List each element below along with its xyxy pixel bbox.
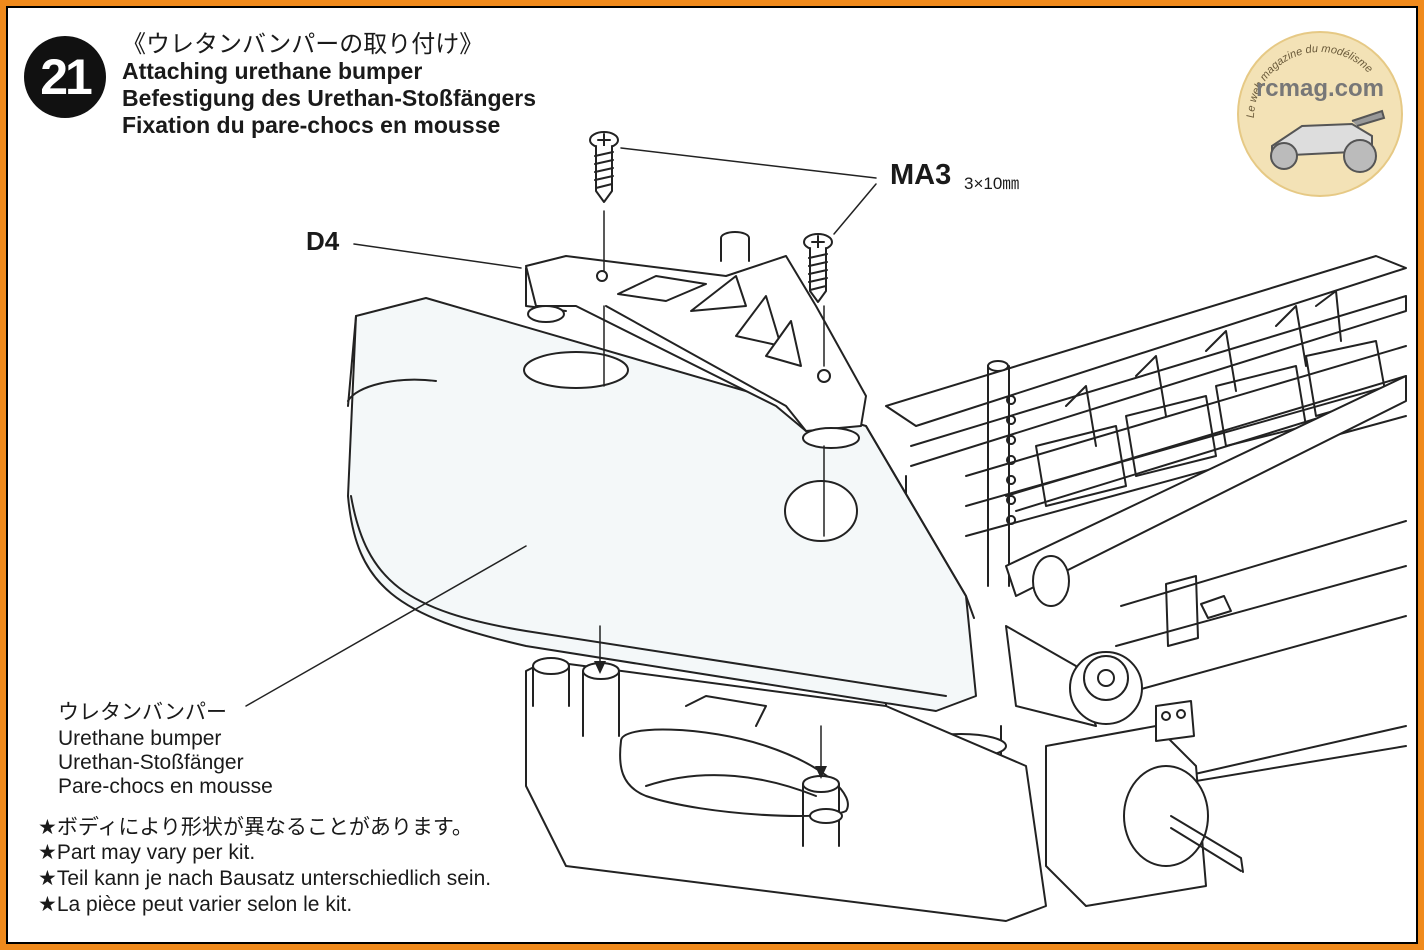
screw-size-label: 3×10㎜ bbox=[964, 174, 1020, 193]
body-post bbox=[987, 360, 1017, 587]
assembly-diagram bbox=[245, 131, 1407, 922]
note-japanese: ★ボディにより形状が異なることがあります。 bbox=[38, 815, 473, 839]
step-number-badge: 21 bbox=[24, 36, 106, 118]
title-japanese: 《ウレタンバンパーの取り付け》 bbox=[122, 30, 484, 58]
rc-buggy-icon bbox=[1270, 109, 1386, 173]
urethane-bumper bbox=[347, 297, 977, 712]
bumper-hole-right bbox=[784, 480, 858, 542]
chassis-frame bbox=[720, 231, 1407, 797]
steering-rod bbox=[1005, 375, 1407, 597]
title-french: Fixation du pare-chocs en mousse bbox=[122, 112, 501, 138]
note-german: ★Teil kann je nach Bausatz unterschiedli… bbox=[38, 867, 492, 890]
front-lower-chassis bbox=[525, 657, 1047, 922]
front-suspension bbox=[1005, 625, 1244, 907]
title-english: Attaching urethane bumper bbox=[122, 58, 423, 84]
screw-right bbox=[803, 233, 833, 303]
rod-end bbox=[1032, 555, 1070, 607]
arrows bbox=[594, 661, 827, 779]
notes-block: ★ボディにより形状が異なることがあります。 ★Part may vary per… bbox=[38, 814, 491, 918]
screw-left bbox=[589, 131, 619, 203]
note-english: ★Part may vary per kit. bbox=[38, 841, 256, 864]
bumper-label-french: Pare-chocs en mousse bbox=[58, 775, 273, 798]
title-german: Befestigung des Urethan-Stoßfängers bbox=[122, 85, 537, 111]
bumper-label-english: Urethane bumper bbox=[58, 727, 222, 750]
bumper-stay-d4 bbox=[525, 255, 867, 449]
leader-lines bbox=[245, 147, 877, 707]
bumper-hole-left bbox=[523, 351, 629, 389]
bumper-label-german: Urethan-Stoßfänger bbox=[58, 751, 244, 774]
note-french: ★La pièce peut varier selon le kit. bbox=[38, 893, 353, 916]
bumper-label-japanese: ウレタンバンパー bbox=[58, 700, 228, 724]
stay-code-label: D4 bbox=[306, 226, 340, 256]
watermark-logo-text: rcmag.com bbox=[1256, 75, 1384, 102]
rcmag-watermark-logo: Le web magazine du modélisme rcmag.com bbox=[1237, 31, 1403, 197]
step-title: 《ウレタンバンパーの取り付け》 Attaching urethane bumpe… bbox=[122, 30, 536, 139]
bumper-label: ウレタンバンパー Urethane bumper Urethan-Stoßfän… bbox=[58, 700, 273, 799]
screw-code-label: MA3 bbox=[890, 159, 952, 191]
